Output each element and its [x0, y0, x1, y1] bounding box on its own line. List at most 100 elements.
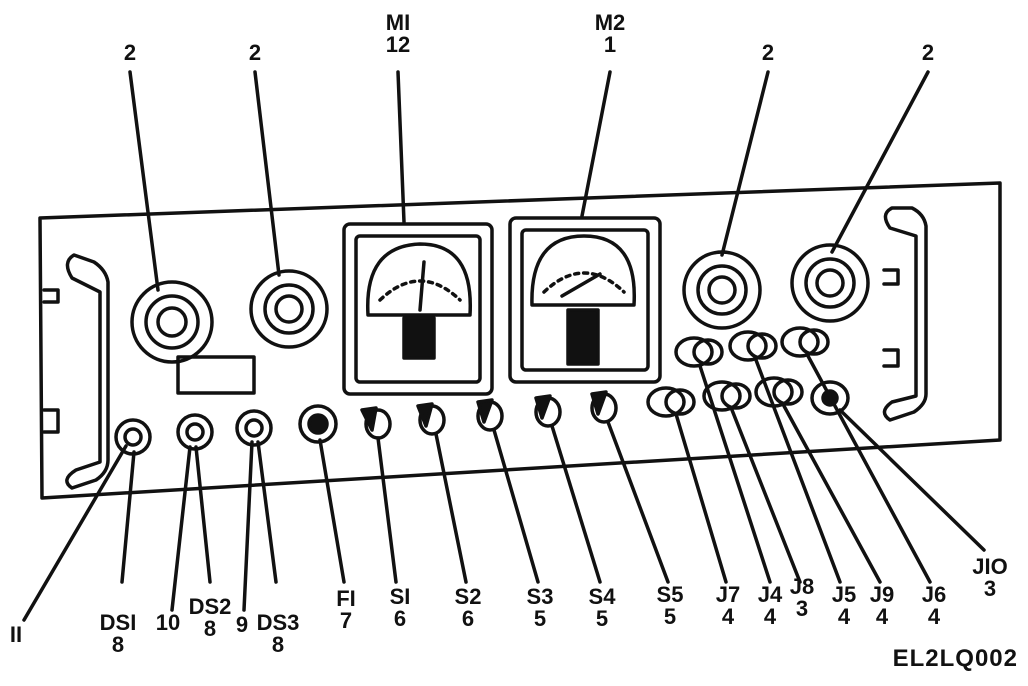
callout-bottom-j5: J5 4	[832, 584, 856, 628]
left-handle-bracket-bottom	[42, 408, 60, 434]
callout-num: 2	[248, 40, 262, 65]
front-panel-outline	[38, 181, 1002, 500]
callout-num: 4	[875, 604, 889, 629]
callout-bottom-si: SI 6	[390, 586, 411, 630]
callout-ref: M2	[594, 10, 626, 35]
knob-4	[790, 243, 870, 323]
callout-bottom-s3: S3 5	[527, 586, 554, 630]
callout-num: 4	[927, 604, 941, 629]
callout-num: 8	[271, 632, 285, 657]
callout-top-6: 2	[922, 42, 934, 64]
callout-top-m1: MI 12	[386, 12, 410, 56]
knob-1	[130, 280, 214, 364]
callout-ref: J4	[757, 582, 783, 607]
callout-ref: J8	[789, 574, 815, 599]
jack-j8	[702, 380, 752, 412]
callout-num: 6	[393, 606, 407, 631]
left-handle	[65, 253, 110, 490]
callout-num: 3	[795, 596, 809, 621]
callout-top-2: 2	[249, 42, 261, 64]
switch-s2	[416, 402, 446, 436]
callout-num: 1	[603, 32, 617, 57]
left-handle-bracket-top	[42, 288, 60, 304]
jack-j6	[780, 326, 830, 358]
callout-top-5: 2	[762, 42, 774, 64]
callout-top-m2: M2 1	[595, 12, 626, 56]
callout-num: 7	[339, 608, 353, 633]
callout-bottom-dsi: DSI 8	[100, 612, 137, 656]
callout-num: 5	[663, 604, 677, 629]
callout-ref: J7	[715, 582, 741, 607]
callout-ref: S4	[588, 584, 616, 609]
jack-j4	[674, 336, 724, 368]
switch-s5	[590, 390, 618, 424]
leader-lines	[22, 70, 986, 622]
callout-ref: DS2	[188, 594, 232, 619]
callout-bottom-ii: II	[10, 624, 22, 646]
callout-num: 4	[763, 604, 777, 629]
lamp-dsi	[114, 418, 152, 456]
fuse-fi	[298, 404, 338, 444]
jack-j5	[728, 330, 778, 362]
callout-bottom-9: 9	[236, 614, 248, 636]
callout-bottom-fi: FI 7	[336, 588, 356, 632]
callout-num: 8	[111, 632, 125, 657]
switch-s3	[476, 398, 504, 432]
callout-bottom-ds3: DS3 8	[257, 612, 300, 656]
knob-3	[682, 250, 762, 330]
switch-s4	[534, 394, 562, 428]
jack-j7	[646, 386, 696, 418]
callout-bottom-j4: J4 4	[758, 584, 782, 628]
callout-ref: J9	[869, 582, 895, 607]
callout-num: 5	[595, 606, 609, 631]
callout-ref: J6	[921, 582, 947, 607]
callout-ref: MI	[385, 10, 411, 35]
callout-num: 4	[837, 604, 851, 629]
figure-id: EL2LQ002	[892, 645, 1018, 672]
callout-top-1: 2	[124, 42, 136, 64]
meter-m2	[508, 216, 662, 384]
right-handle-bracket-top	[882, 268, 900, 286]
callout-bottom-10: 10	[156, 612, 180, 634]
callout-ref: JIO	[972, 554, 1008, 579]
callout-num: 5	[533, 606, 547, 631]
callout-num: II	[9, 622, 23, 647]
callout-bottom-s5: S5 5	[657, 584, 684, 628]
callout-num: 2	[921, 40, 935, 65]
callout-bottom-s2: S2 6	[455, 586, 482, 630]
callout-bottom-ds2: DS2 8	[189, 596, 232, 640]
callout-num: 6	[461, 606, 475, 631]
callout-bottom-s4: S4 5	[589, 586, 616, 630]
callout-bottom-j9: J9 4	[870, 584, 894, 628]
meter-m1	[342, 222, 494, 396]
callout-ref: SI	[389, 584, 411, 609]
callout-bottom-j7: J7 4	[716, 584, 740, 628]
callout-num: 8	[203, 616, 217, 641]
callout-bottom-jio: JIO 3	[972, 556, 1007, 600]
callout-num: 2	[761, 40, 775, 65]
callout-bottom-j8: J8 3	[790, 576, 814, 620]
lamp-ds3	[235, 409, 273, 447]
nameplate	[176, 355, 256, 395]
callout-ref: DSI	[99, 610, 137, 635]
callout-ref: FI	[336, 586, 356, 611]
right-handle-bracket-bottom	[882, 348, 900, 368]
callout-num: 4	[721, 604, 735, 629]
callout-ref: J5	[831, 582, 857, 607]
lamp-ds2	[176, 413, 214, 451]
callout-num: 12	[385, 32, 411, 57]
switch-si	[360, 406, 392, 440]
callout-ref: DS3	[256, 610, 300, 635]
callout-num: 3	[983, 576, 997, 601]
callout-num: 10	[155, 610, 181, 635]
callout-ref: S2	[454, 584, 482, 609]
callout-ref: S3	[526, 584, 554, 609]
callout-num: 2	[123, 40, 137, 65]
right-handle	[882, 206, 928, 422]
callout-ref: S5	[656, 582, 684, 607]
callout-num: 9	[235, 612, 249, 637]
knob-2	[249, 269, 329, 349]
callout-bottom-j6: J6 4	[922, 584, 946, 628]
